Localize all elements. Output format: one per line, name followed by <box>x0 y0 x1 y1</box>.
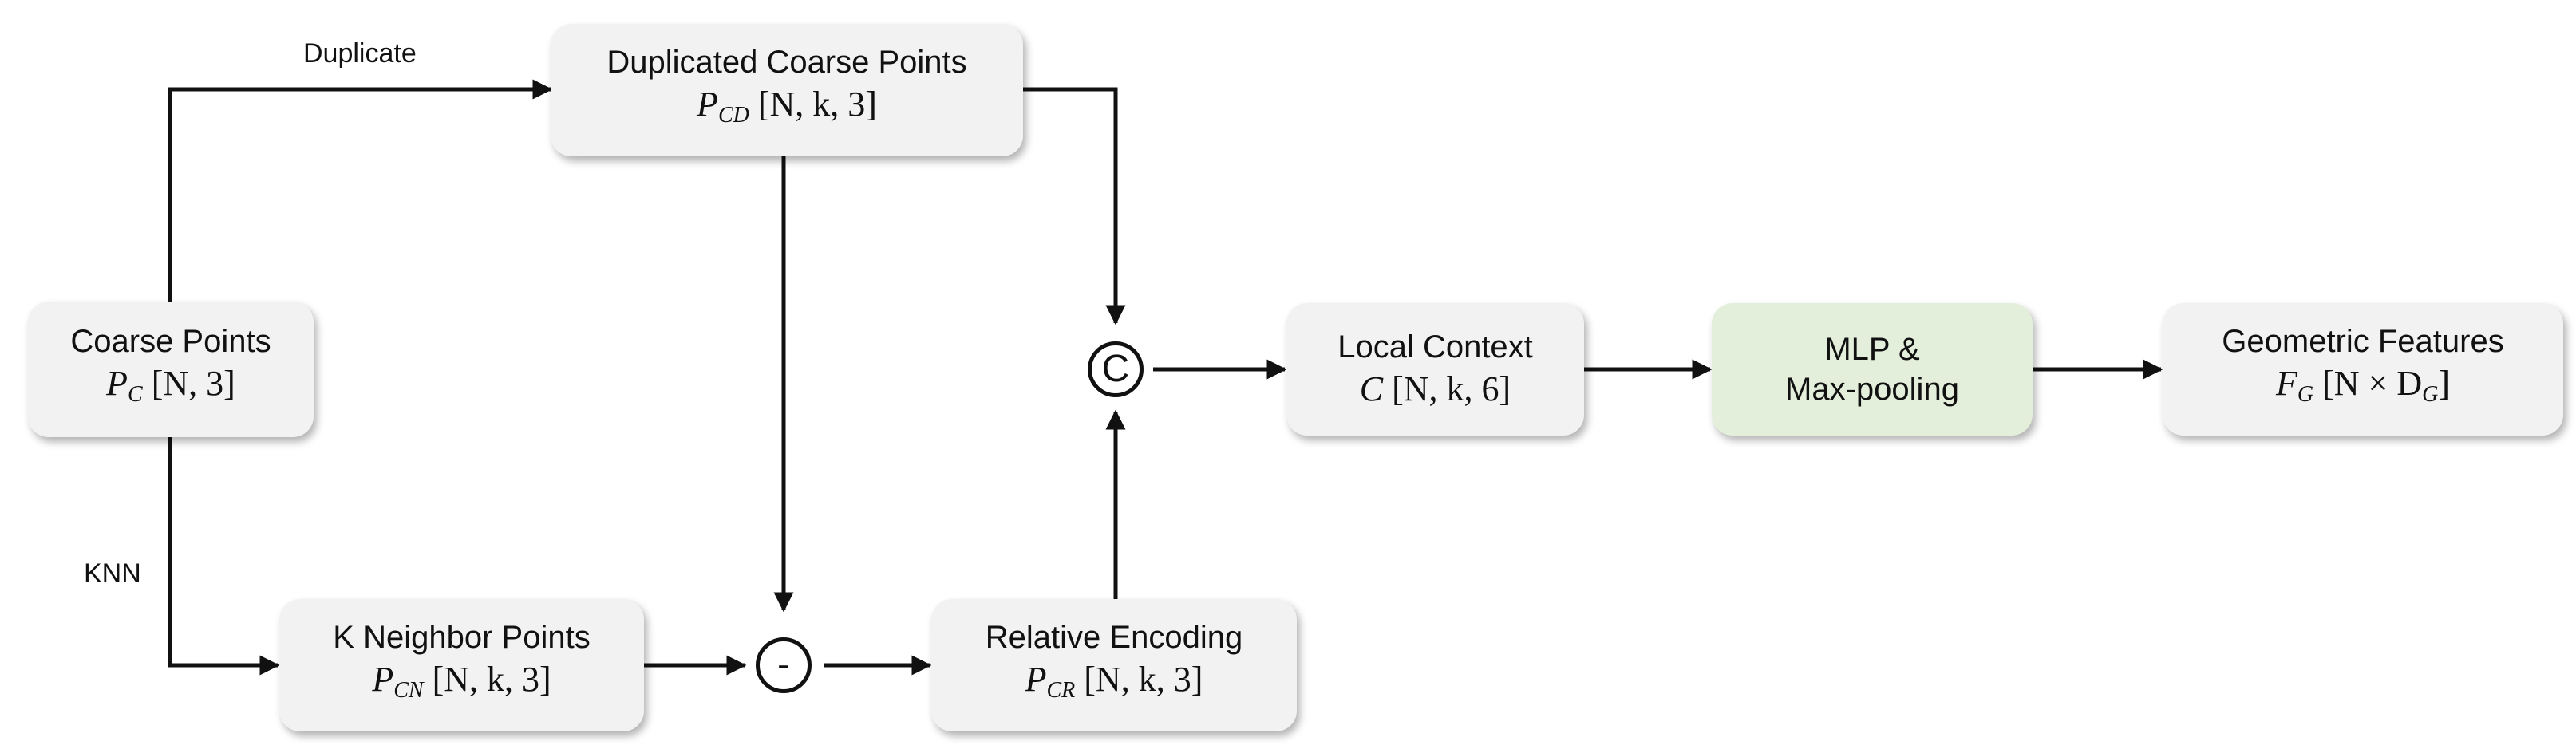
duplicated-coarse-points-formula: PCD [N, k, 3] <box>697 85 877 128</box>
local-context-title: Local Context <box>1337 329 1533 365</box>
coarse-points-formula: PC [N, 3] <box>106 364 235 407</box>
maxpooling-title: Max-pooling <box>1785 372 1959 407</box>
relative-encoding-node: Relative Encoding PCR [N, k, 3] <box>931 599 1297 731</box>
k-neighbor-points-node: K Neighbor Points PCN [N, k, 3] <box>279 599 644 731</box>
subtract-operator-icon: - <box>756 637 812 693</box>
local-context-formula: C [N, k, 6] <box>1359 369 1511 408</box>
duplicate-label: Duplicate <box>303 38 417 69</box>
edge-coarse-to-duplicated <box>168 79 553 302</box>
relative-encoding-formula: PCR [N, k, 3] <box>1025 660 1203 703</box>
edge-coarse-to-neighbor <box>168 437 280 676</box>
k-neighbor-points-title: K Neighbor Points <box>333 620 591 655</box>
geometric-features-title: Geometric Features <box>2222 324 2504 359</box>
geometric-features-formula: FG [N × DG] <box>2275 364 2451 407</box>
coarse-points-node: Coarse Points PC [N, 3] <box>28 302 314 437</box>
knn-label: KNN <box>84 558 141 589</box>
duplicated-coarse-points-title: Duplicated Coarse Points <box>606 45 967 80</box>
duplicated-coarse-points-node: Duplicated Coarse Points PCD [N, k, 3] <box>551 24 1023 156</box>
mlp-maxpooling-node: MLP & Max-pooling <box>1712 303 2033 436</box>
geometric-features-node: Geometric Features FG [N × DG] <box>2163 303 2563 436</box>
concat-operator-icon: C <box>1088 341 1144 397</box>
mlp-title: MLP & <box>1824 332 1920 367</box>
k-neighbor-points-formula: PCN [N, k, 3] <box>372 660 551 703</box>
coarse-points-title: Coarse Points <box>70 324 271 359</box>
local-context-node: Local Context C [N, k, 6] <box>1286 303 1584 436</box>
edge-duplicated-to-concat <box>1023 87 1126 325</box>
relative-encoding-title: Relative Encoding <box>985 620 1243 655</box>
